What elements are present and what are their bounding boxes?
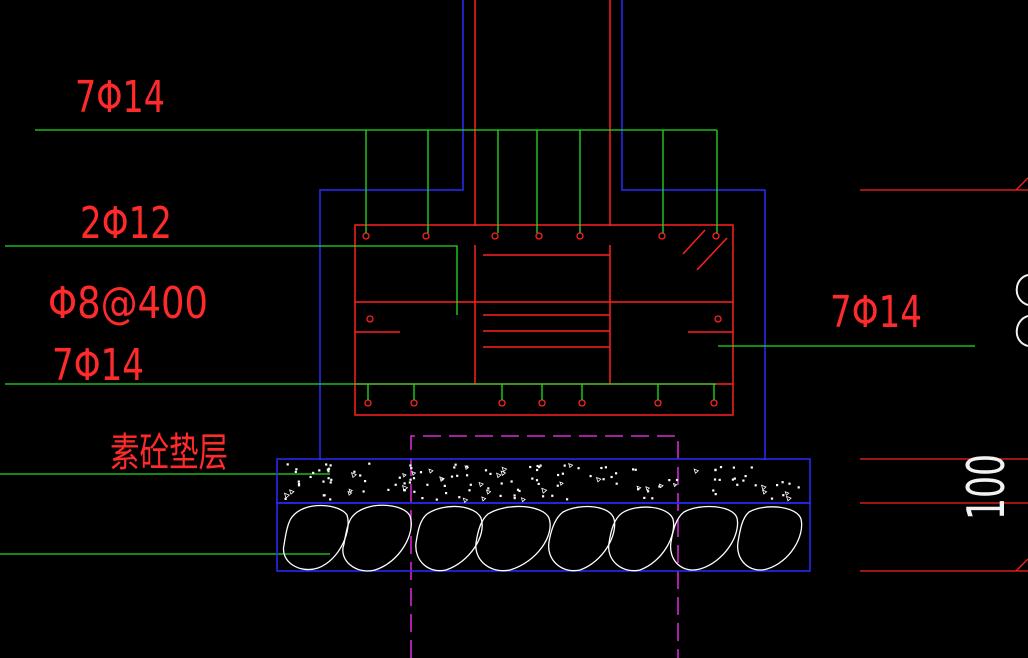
beam-section	[354, 224, 734, 416]
right-bars-label: 7Φ14	[830, 287, 922, 338]
top-bars-label: 7Φ14	[75, 72, 165, 123]
leader-lines	[0, 129, 975, 555]
column-outline	[319, 0, 766, 460]
rubble-stones	[282, 504, 803, 572]
rebar-dots	[362, 232, 722, 407]
centerline	[410, 435, 679, 658]
waist-bars-label: 2Φ12	[80, 198, 172, 249]
bedding-layers	[276, 458, 811, 572]
right-dimension-lines	[860, 177, 1028, 572]
annotation-labels: 7Φ14 2Φ12 Φ8@400 7Φ14 素砼垫层 7Φ14 100	[48, 72, 1017, 520]
bedding-label: 素砼垫层	[110, 430, 228, 476]
concrete-speckle-pattern	[283, 462, 800, 504]
dimension-label: 100	[957, 454, 1017, 520]
stirrups-label: Φ8@400	[48, 278, 208, 329]
bottom-bars-label: 7Φ14	[52, 340, 144, 391]
